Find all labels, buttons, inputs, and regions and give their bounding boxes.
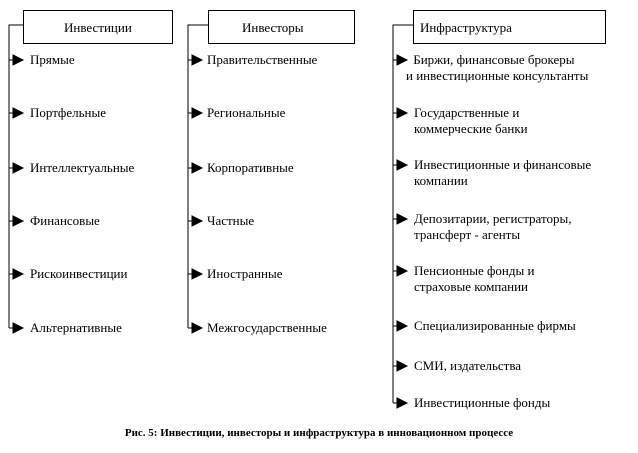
arrow-icon [188, 54, 204, 66]
arrow-icon [393, 54, 409, 66]
list-item: Портфельные [30, 105, 106, 120]
list-item: Прямые [30, 52, 75, 67]
list-item: СМИ, издательства [414, 358, 522, 373]
arrow-icon [393, 320, 409, 332]
list-item: Региональные [207, 105, 286, 120]
arrow-icon [393, 265, 409, 277]
arrow-icon [393, 213, 409, 225]
list-item: Рискоинвестиции [30, 266, 128, 281]
arrow-icon [9, 322, 25, 334]
infrastructure-header: Инфраструктура [413, 10, 606, 44]
list-item: Альтернативные [30, 320, 122, 335]
figure-caption: Рис. 5: Инвестиции, инвесторы и инфрастр… [124, 427, 514, 439]
arrow-icon [393, 397, 409, 409]
arrow-icon [9, 54, 25, 66]
list-item: Инвестиционные фонды [414, 395, 551, 410]
list-item: Частные [207, 213, 255, 228]
list-item: Депозитарии, регистраторы,трансферт - аг… [414, 211, 572, 242]
arrow-icon [393, 159, 409, 171]
list-item: Корпоративные [207, 160, 294, 175]
list-item: Правительственные [207, 52, 318, 67]
list-item: Иностранные [207, 266, 283, 281]
arrow-icon [9, 107, 25, 119]
arrow-icon [188, 107, 204, 119]
list-item: Специализированные фирмы [414, 318, 576, 333]
list-item: Финансовые [30, 213, 100, 228]
column-connector [187, 24, 208, 328]
arrow-icon [393, 107, 409, 119]
arrow-icon [188, 322, 204, 334]
list-item: Межгосударственные [207, 320, 327, 335]
investors-header: Инвесторы [208, 10, 355, 44]
arrow-icon [9, 215, 25, 227]
column-connector [8, 24, 23, 328]
arrow-icon [9, 268, 25, 280]
investments-header: Инвестиции [23, 10, 173, 44]
arrow-icon [188, 162, 204, 174]
arrow-icon [188, 215, 204, 227]
arrow-icon [188, 268, 204, 280]
list-item: Интеллектуальные [30, 160, 135, 175]
arrow-icon [393, 360, 409, 372]
arrow-icon [9, 162, 25, 174]
column-connector [392, 24, 413, 403]
